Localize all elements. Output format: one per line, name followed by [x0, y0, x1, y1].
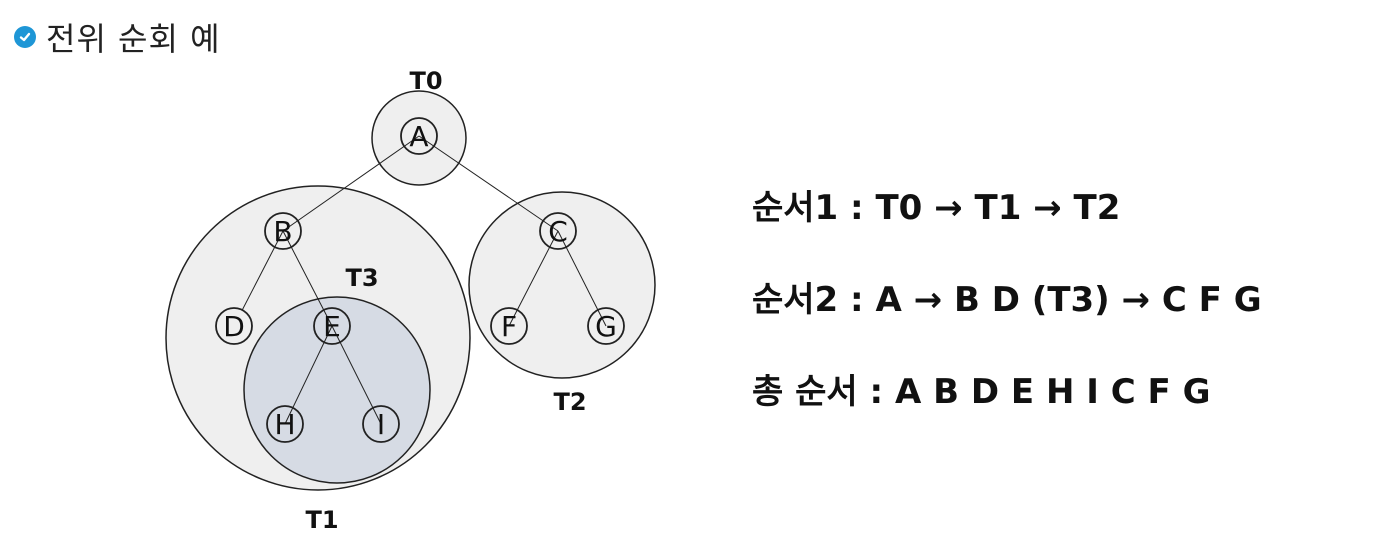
t0-region: [371, 90, 467, 186]
node-d: D: [215, 307, 253, 345]
node-h: H: [266, 405, 304, 443]
svg-text:I: I: [377, 408, 385, 441]
svg-text:G: G: [595, 310, 617, 343]
tree-diagram: A B C D E F G H I T0 T3 T2 T1: [165, 67, 656, 534]
traversal-order: 순서1 : T0 → T1 → T2 순서2 : A → B D (T3) → …: [752, 178, 1262, 454]
node-i: I: [362, 405, 400, 443]
svg-text:D: D: [223, 310, 245, 343]
heading-title: 전위 순회 예: [46, 20, 221, 58]
label-t3: T3: [345, 264, 378, 292]
svg-text:C: C: [548, 215, 568, 248]
svg-text:H: H: [274, 408, 295, 441]
label-t0: T0: [409, 67, 442, 95]
t3-region: [243, 296, 431, 484]
svg-text:E: E: [323, 310, 341, 343]
node-a: A: [400, 117, 438, 155]
node-e: E: [313, 307, 351, 345]
node-c: C: [539, 212, 577, 250]
svg-text:A: A: [409, 120, 428, 153]
node-b: B: [264, 212, 302, 250]
check-circle-icon: [14, 26, 36, 48]
order-line-1: 순서1 : T0 → T1 → T2: [752, 188, 1121, 228]
label-t2: T2: [553, 388, 586, 416]
node-f: F: [490, 307, 528, 345]
label-t1: T1: [305, 506, 338, 534]
order-line-total: 총 순서 : A B D E H I C F G: [752, 372, 1211, 412]
node-g: G: [587, 307, 625, 345]
section-heading: 전위 순회 예: [14, 14, 221, 60]
svg-text:B: B: [273, 215, 292, 248]
order-line-2: 순서2 : A → B D (T3) → C F G: [752, 280, 1262, 320]
t2-region: [468, 191, 656, 379]
svg-text:F: F: [501, 310, 517, 343]
